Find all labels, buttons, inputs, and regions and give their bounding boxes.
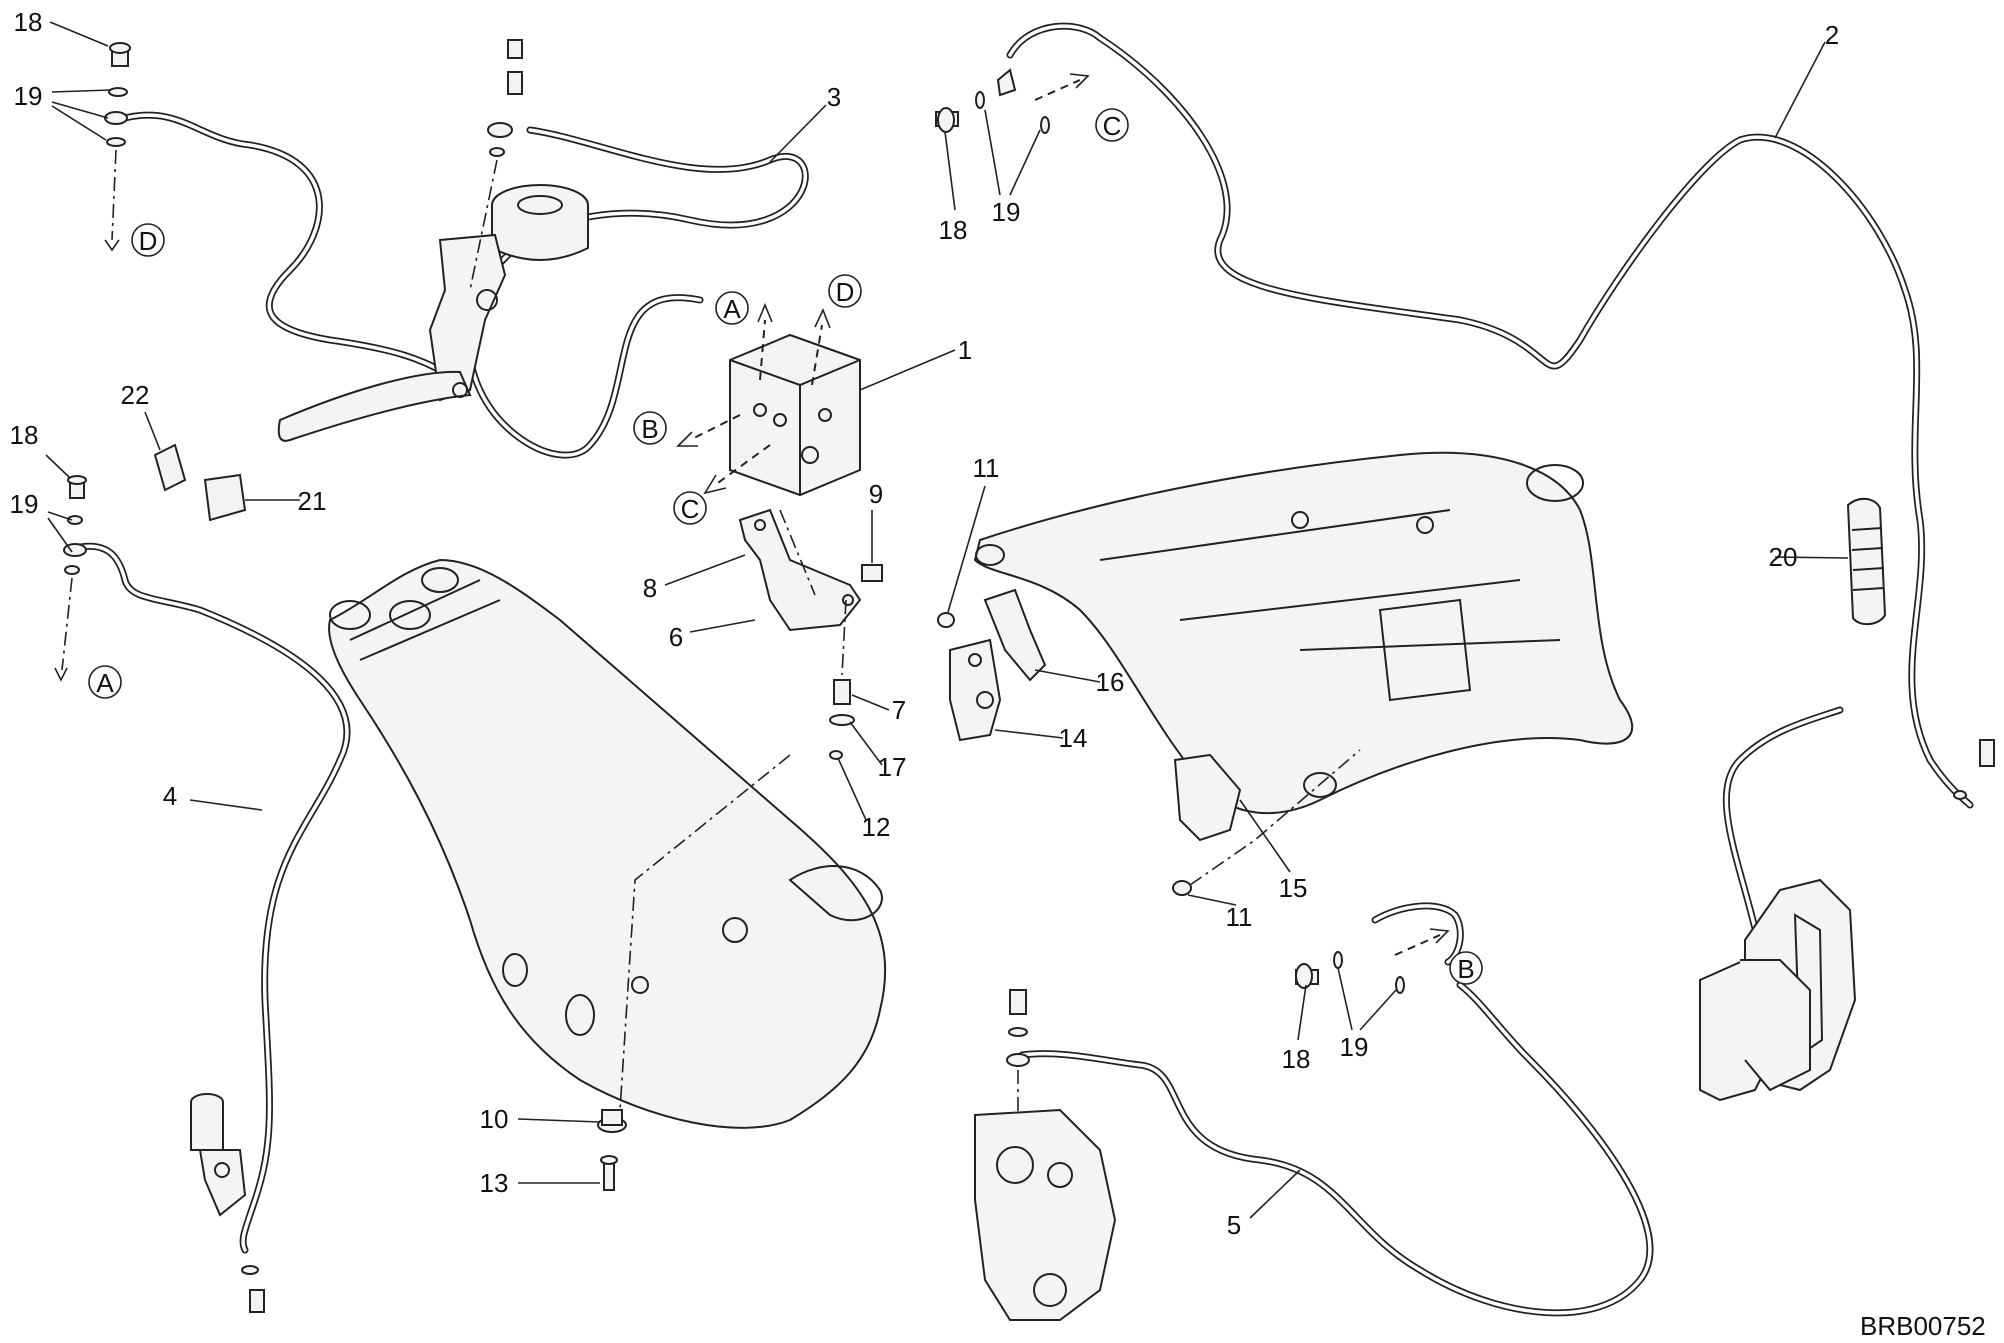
callout-19: 19 [10,489,39,519]
port-circle [828,274,862,308]
port-circle [131,223,165,257]
port-circle [673,491,707,525]
port-letter: B [641,414,658,444]
small-nut-9 [861,564,883,582]
rear-caliper [974,989,1117,1321]
port-circle [1449,951,1483,985]
port-marker-b: B [633,411,667,445]
abs-bracket [738,508,862,632]
callout-19: 19 [992,197,1021,227]
port-marker-d: D [828,274,862,308]
abs-modulator [676,302,861,497]
brackets-14-16 [937,588,1047,742]
port-marker-b: B [1449,951,1483,985]
sensor-bracket-15 [1172,749,1361,896]
port-markers: D C A D B C A B [88,108,1483,985]
hose-4 [71,542,351,1254]
callout-18: 18 [14,7,43,37]
port-marker-a: A [715,291,749,325]
callout-11: 11 [1226,902,1253,932]
port-circle [633,411,667,445]
port-marker-d: D [131,223,165,257]
callout-labels: 18 19 3 2 18 19 1 22 18 19 21 11 9 86 20 16 7 14 17 4 12 15 11… [10,7,1840,1240]
callout-22: 22 [121,380,150,410]
main-frame [973,451,1634,815]
clip-21 [203,473,247,522]
fasteners-7-17-12 [829,599,855,760]
port-circle [1095,108,1129,142]
banjo-bolt-group-right [1295,928,1450,994]
port-circle [715,291,749,325]
callout-10: 10 [480,1104,509,1134]
callout-8: 8 [643,573,657,603]
banjo-bolt-group-left [54,475,87,682]
port-letter: B [1457,954,1474,984]
callout-7: 7 [892,695,906,725]
port-letter: C [681,494,700,524]
callout-12: 12 [862,812,891,842]
port-letter: D [836,277,855,307]
clip-22 [153,443,187,492]
hose-front-left [121,111,444,374]
callout-21: 21 [298,486,327,516]
hose-5 [1018,981,1654,1317]
port-letter: A [96,668,114,698]
port-marker-c: C [673,491,707,525]
port-marker-c: C [1095,108,1129,142]
callout-5: 5 [1227,1210,1241,1240]
callout-18: 18 [939,215,968,245]
sleeve-20 [1846,497,1887,626]
port-marker-a: A [88,665,122,699]
banjo-bolt-group-top-center [935,68,1090,134]
port-letter: D [139,226,158,256]
callout-16: 16 [1096,667,1125,697]
banjo-bolt-group-lever [469,39,523,291]
under-tray [328,558,887,1129]
port-circle [88,665,122,699]
callout-9: 9 [869,479,883,509]
drawing-code: BRB00752 [1860,1311,1986,1341]
hose-right-short [1371,902,1464,966]
front-calipers [1699,739,1995,1102]
rear-master-cylinder [190,1093,265,1313]
callout-11: 11 [973,453,1000,483]
callout-19: 19 [1340,1032,1369,1062]
callout-15: 15 [1279,873,1308,903]
hose-2 [1006,22,1974,809]
callout-3: 3 [827,82,841,112]
port-letter: A [723,294,741,324]
callout-14: 14 [1059,723,1088,753]
hose-front-right [1722,706,1844,994]
callout-2: 2 [1825,20,1839,50]
callout-1: 1 [958,335,972,365]
bolt-10-13 [597,1109,627,1191]
callout-18: 18 [10,420,39,450]
callout-6: 6 [669,622,683,652]
port-letter: C [1103,111,1122,141]
banjo-bolt-group-topleft [104,42,131,252]
front-master-cylinder [277,184,589,442]
callout-17: 17 [878,752,907,782]
callout-19: 19 [14,81,43,111]
callout-4: 4 [163,781,177,811]
callout-18: 18 [1282,1044,1311,1074]
callout-20: 20 [1769,542,1798,572]
leader-lines [45,21,1849,1219]
callout-13: 13 [480,1168,509,1198]
